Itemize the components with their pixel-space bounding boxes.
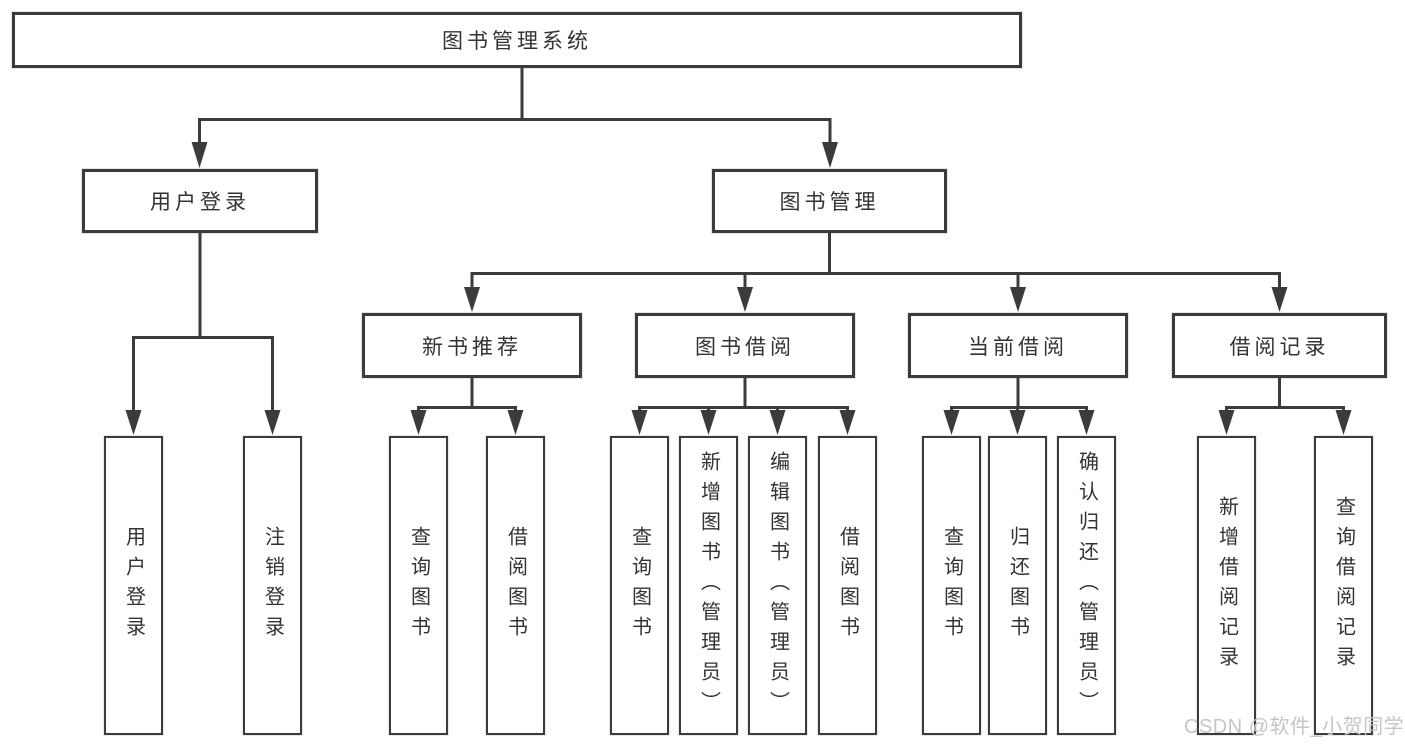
leaf-label: 查询借阅记录 xyxy=(1332,495,1355,676)
leaf-query-borrow-record: 查询借阅记录 xyxy=(1314,436,1373,735)
leaf-logout: 注销登录 xyxy=(243,436,302,735)
node-label: 新书推荐 xyxy=(422,335,522,359)
leaf-return-books: 归还图书 xyxy=(988,436,1047,735)
leaf-query-books-borrow: 查询图书 xyxy=(610,436,669,735)
node-root-library-system: 图书管理系统 xyxy=(12,12,1022,68)
arrowheads xyxy=(125,142,1352,435)
node-label: 图书借阅 xyxy=(695,335,795,359)
node-label: 图书管理系统 xyxy=(442,30,592,53)
node-label: 当前借阅 xyxy=(968,335,1068,359)
node-user-login: 用户登录 xyxy=(82,169,318,233)
leaf-label: 借阅图书 xyxy=(504,525,527,646)
node-label: 用户登录 xyxy=(150,191,250,214)
leaf-add-books-admin: 新增图书（管理员） xyxy=(679,436,738,735)
leaf-label: 查询图书 xyxy=(628,525,651,646)
leaf-add-borrow-record: 新增借阅记录 xyxy=(1197,436,1256,735)
node-current-borrow: 当前借阅 xyxy=(908,313,1128,378)
leaf-borrow-books: 借阅图书 xyxy=(818,436,877,735)
leaf-label: 注销登录 xyxy=(261,525,284,646)
node-book-management: 图书管理 xyxy=(712,169,947,233)
leaf-confirm-return-admin: 确认归还（管理员） xyxy=(1057,436,1116,735)
leaf-label: 用户登录 xyxy=(122,525,145,646)
leaf-label: 编辑图书（管理员） xyxy=(766,450,789,721)
leaf-label: 借阅图书 xyxy=(836,525,859,646)
leaf-label: 归还图书 xyxy=(1006,525,1029,646)
leaf-edit-books-admin: 编辑图书（管理员） xyxy=(748,436,807,735)
leaf-label: 查询图书 xyxy=(407,525,430,646)
leaf-query-books-recommend: 查询图书 xyxy=(389,436,448,735)
node-new-book-recommend: 新书推荐 xyxy=(362,313,582,378)
leaf-label: 新增图书（管理员） xyxy=(697,450,720,721)
leaf-query-books-current: 查询图书 xyxy=(922,436,981,735)
connector-paths xyxy=(132,68,1345,418)
leaf-label: 查询图书 xyxy=(940,525,963,646)
leaf-user-login: 用户登录 xyxy=(104,436,163,735)
leaf-label: 确认归还（管理员） xyxy=(1075,450,1098,721)
node-borrow-records: 借阅记录 xyxy=(1172,313,1387,378)
node-label: 图书管理 xyxy=(779,191,880,214)
leaf-label: 新增借阅记录 xyxy=(1215,495,1238,676)
node-book-borrow: 图书借阅 xyxy=(635,313,855,378)
leaf-borrow-books-recommend: 借阅图书 xyxy=(486,436,545,735)
watermark: CSDN @软件_小贺同学 xyxy=(1184,716,1405,738)
node-label: 借阅记录 xyxy=(1229,335,1330,359)
